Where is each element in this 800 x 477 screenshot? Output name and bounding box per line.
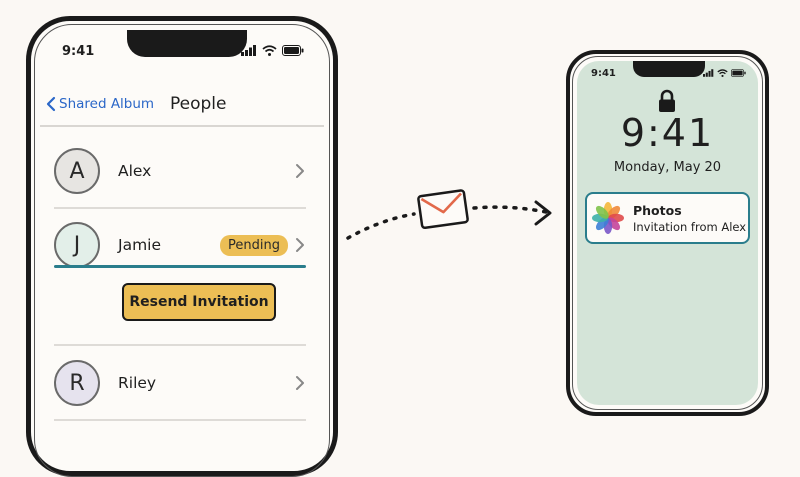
- person-row-jamie[interactable]: J Jamie Pending: [54, 215, 306, 275]
- notification-app-name: Photos: [633, 202, 682, 218]
- status-time: 9:41: [62, 44, 95, 59]
- battery-icon: [282, 45, 304, 56]
- phone-notch: [127, 30, 247, 57]
- divider: [40, 125, 324, 127]
- row-divider: [54, 207, 306, 209]
- row-divider: [54, 419, 306, 421]
- envelope-icon: [417, 189, 469, 230]
- page-title: People: [170, 94, 227, 114]
- left-phone: 9:41 Shared Album: [26, 16, 338, 477]
- avatar: J: [54, 222, 100, 268]
- signal-icon: [241, 45, 256, 56]
- photos-notification[interactable]: Photos Invitation from Alex: [585, 192, 750, 244]
- chevron-left-icon: [46, 96, 56, 112]
- back-button[interactable]: Shared Album: [46, 96, 154, 112]
- lock-screen-date: Monday, May 20: [613, 160, 722, 175]
- lock-screen-time: 9:41: [620, 111, 715, 155]
- people-screen: 9:41 Shared Album: [40, 30, 324, 471]
- person-row-alex[interactable]: A Alex: [54, 141, 306, 201]
- chevron-right-icon: [296, 376, 304, 390]
- status-badge: Pending: [220, 234, 288, 256]
- resend-invitation-button[interactable]: Resend Invitation: [122, 283, 276, 321]
- status-icons: [703, 69, 746, 77]
- wifi-icon: [717, 69, 728, 77]
- lock-screen: 9:41 9:41 Monday, May 20: [577, 61, 758, 405]
- avatar-initial: J: [73, 232, 81, 258]
- lock-icon: [659, 89, 675, 112]
- phone-notch: [633, 61, 705, 77]
- avatar-initial: A: [69, 158, 85, 184]
- photos-app-icon: [592, 202, 624, 234]
- status-icons: [241, 45, 304, 56]
- person-row-riley[interactable]: R Riley: [54, 353, 306, 413]
- chevron-right-icon: [296, 164, 304, 178]
- navigation-bar: Shared Album People: [40, 90, 324, 126]
- row-divider: [54, 344, 306, 346]
- invitation-path: [346, 189, 552, 240]
- person-name: Alex: [118, 162, 152, 180]
- person-name: Riley: [118, 374, 157, 392]
- back-button-label: Shared Album: [59, 96, 155, 112]
- avatar: R: [54, 360, 100, 406]
- battery-icon: [731, 69, 746, 77]
- selected-row-indicator: [54, 265, 306, 268]
- signal-icon: [703, 69, 714, 77]
- person-name: Jamie: [118, 236, 162, 254]
- right-phone: 9:41 9:41 Monday, May 20: [566, 50, 769, 416]
- avatar: A: [54, 148, 100, 194]
- chevron-right-icon: [296, 238, 304, 252]
- notification-message: Invitation from Alex: [633, 219, 747, 234]
- status-time: 9:41: [591, 68, 616, 79]
- avatar-initial: R: [69, 370, 85, 396]
- wifi-icon: [262, 45, 277, 56]
- notification-text: Photos Invitation from Alex: [633, 203, 746, 234]
